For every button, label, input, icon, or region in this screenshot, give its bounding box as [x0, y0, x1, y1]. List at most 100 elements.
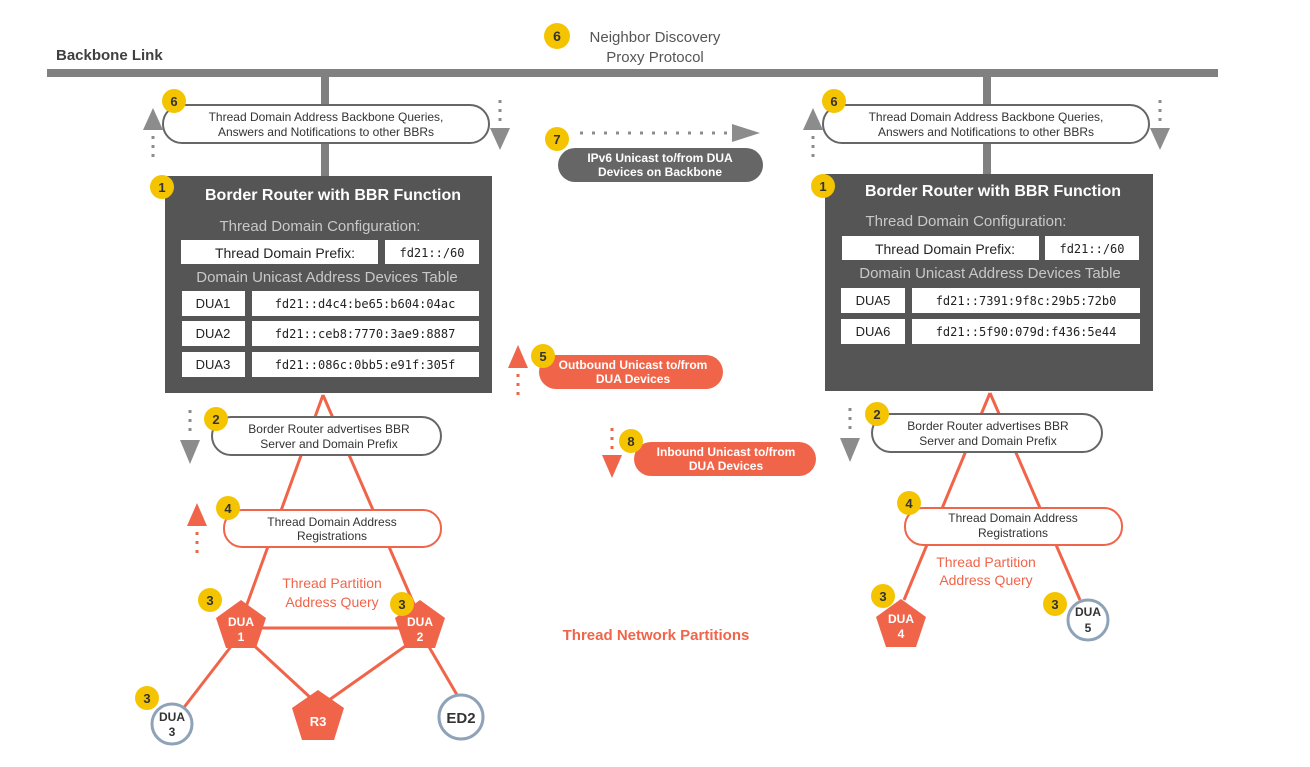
left-queries-up-arrow-icon: [143, 108, 163, 130]
inbound-badge: 8: [627, 434, 634, 449]
partitions-label: Thread Network Partitions: [563, 627, 750, 644]
right-advertise-badge: 2: [873, 407, 880, 422]
left-advertise-line2: Server and Domain Prefix: [260, 437, 397, 451]
node-dua4-line2: 4: [898, 627, 905, 641]
left-link-dua1-dua3: [180, 639, 238, 711]
right-row-1-addr: fd21::7391:9f8c:29b5:72b0: [936, 294, 1117, 308]
left-row-2-addr-box: [252, 321, 479, 346]
right-registrations-line1: Thread Domain Address: [948, 511, 1077, 525]
node-dua3-badge-circle: [135, 686, 159, 710]
inbound-badge-circle: [619, 429, 643, 453]
outbound-up-arrow-icon: [508, 345, 528, 368]
left-queries-line2: Answers and Notifications to other BBRs: [218, 125, 434, 139]
right-queries-line2: Answers and Notifications to other BBRs: [878, 125, 1094, 139]
right-prefix-label: Thread Domain Prefix:: [875, 241, 1015, 257]
nd-proxy-callout: 6 Neighbor Discovery Proxy Protocol: [544, 23, 721, 66]
node-dua3-line1: DUA: [159, 710, 185, 724]
left-queries-down-arrow-icon: [490, 128, 510, 150]
right-config-title: Thread Domain Configuration:: [866, 213, 1067, 230]
left-prefix-value: fd21::/60: [399, 246, 464, 260]
left-row-2-name: DUA2: [196, 326, 231, 341]
right-advertise-down-arrow-icon: [840, 438, 860, 462]
node-r3: R3: [292, 690, 344, 740]
right-dua-table: DUA5 fd21::7391:9f8c:29b5:72b0 DUA6 fd21…: [841, 288, 1140, 344]
outbound-pill: [539, 355, 723, 389]
left-dua-table: DUA1 fd21::d4c4:be65:b604:04ac DUA2 fd21…: [182, 291, 479, 377]
nd-proxy-line1: Neighbor Discovery: [590, 29, 721, 46]
right-prefix-label-box: [842, 236, 1039, 260]
right-queries-up-arrow-icon: [803, 108, 823, 130]
ipv6-line2: Devices on Backbone: [598, 165, 722, 179]
right-query-line1: Thread Partition: [936, 554, 1036, 570]
left-row-1-name-box: [182, 291, 245, 316]
right-table-title: Domain Unicast Address Devices Table: [859, 265, 1121, 282]
outbound-callout: Outbound Unicast to/from DUA Devices 5: [508, 344, 723, 398]
node-dua2-line1: DUA: [407, 615, 433, 629]
left-row-2-name-box: [182, 321, 245, 346]
outbound-line2: DUA Devices: [596, 372, 671, 386]
right-row-2-name-box: [841, 319, 905, 344]
right-row-1-name: DUA5: [856, 293, 891, 308]
left-row-3-addr: fd21::086c:0bb5:e91f:305f: [275, 358, 456, 372]
left-advertise-down-arrow-icon: [180, 440, 200, 464]
node-dua5-line1: DUA: [1075, 605, 1101, 619]
node-dua1-line2: 1: [238, 630, 245, 644]
left-row-3-name: DUA3: [196, 357, 231, 372]
right-registrations-badge-circle: [897, 491, 921, 515]
left-registrations-pill: [223, 509, 442, 548]
right-prefix-value-box: [1045, 236, 1139, 260]
node-dua4: DUA 4 3: [871, 584, 926, 647]
left-router-badge-circle: [150, 175, 174, 199]
right-registrations-line2: Registrations: [978, 526, 1048, 540]
left-registrations-line2: Registrations: [297, 529, 367, 543]
node-ed2-shape: [437, 693, 485, 741]
right-queries-callout: Thread Domain Address Backbone Queries, …: [822, 89, 1150, 144]
inbound-line1: Inbound Unicast to/from: [657, 445, 796, 459]
left-prefix-label: Thread Domain Prefix:: [215, 245, 355, 261]
right-advertise-pill: [871, 413, 1103, 453]
right-router-box: [825, 174, 1153, 391]
right-row-2-name: DUA6: [856, 324, 891, 339]
node-dua3: DUA 3 3: [135, 686, 194, 746]
left-registrations-up-arrow-icon: [187, 503, 207, 526]
left-registrations-badge: 4: [224, 501, 232, 516]
node-dua1-badge: 3: [206, 593, 213, 608]
node-dua5-shape: [1066, 598, 1110, 642]
inbound-down-arrow-icon: [602, 455, 622, 478]
ipv6-unicast-callout: 7 IPv6 Unicast to/from DUA Devices on Ba…: [545, 124, 763, 182]
node-dua2-badge: 3: [398, 597, 405, 612]
node-dua4-line1: DUA: [888, 612, 914, 626]
right-router-title: Border Router with BBR Function: [865, 183, 1121, 200]
left-router-title: Border Router with BBR Function: [205, 187, 461, 204]
outbound-line1: Outbound Unicast to/from: [559, 358, 708, 372]
right-query-line2: Address Query: [939, 572, 1032, 588]
node-dua3-line2: 3: [169, 725, 176, 739]
node-dua1-badge-circle: [198, 588, 222, 612]
left-queries-badge-circle: [162, 89, 186, 113]
right-queries-line1: Thread Domain Address Backbone Queries,: [869, 110, 1104, 124]
right-advertise-line2: Server and Domain Prefix: [919, 434, 1056, 448]
left-queries-badge: 6: [170, 94, 177, 109]
node-ed2-label: ED2: [446, 710, 475, 727]
right-queries-badge-circle: [822, 89, 846, 113]
ipv6-line1: IPv6 Unicast to/from DUA: [587, 151, 733, 165]
left-advertise-badge-circle: [204, 407, 228, 431]
node-dua2-badge-circle: [390, 592, 414, 616]
ipv6-badge-circle: [545, 127, 569, 151]
nd-proxy-badge-circle: [544, 23, 570, 49]
node-ed2: ED2: [437, 693, 485, 741]
left-row-1-name: DUA1: [196, 296, 231, 311]
left-prefix-label-box: [181, 240, 378, 264]
left-advertise-line1: Border Router advertises BBR: [248, 422, 410, 436]
node-dua4-badge: 3: [879, 589, 886, 604]
right-registrations-pill: [904, 507, 1123, 546]
node-dua5-badge: 3: [1051, 597, 1058, 612]
right-row-1-name-box: [841, 288, 905, 313]
node-dua1-line1: DUA: [228, 615, 254, 629]
node-r3-shape: [292, 690, 344, 740]
node-dua5: DUA 5 3: [1043, 592, 1110, 642]
left-query-line2: Address Query: [285, 594, 378, 610]
left-queries-callout: Thread Domain Address Backbone Queries, …: [162, 89, 490, 144]
left-queries-pill: [162, 104, 490, 144]
outbound-badge: 5: [539, 349, 546, 364]
